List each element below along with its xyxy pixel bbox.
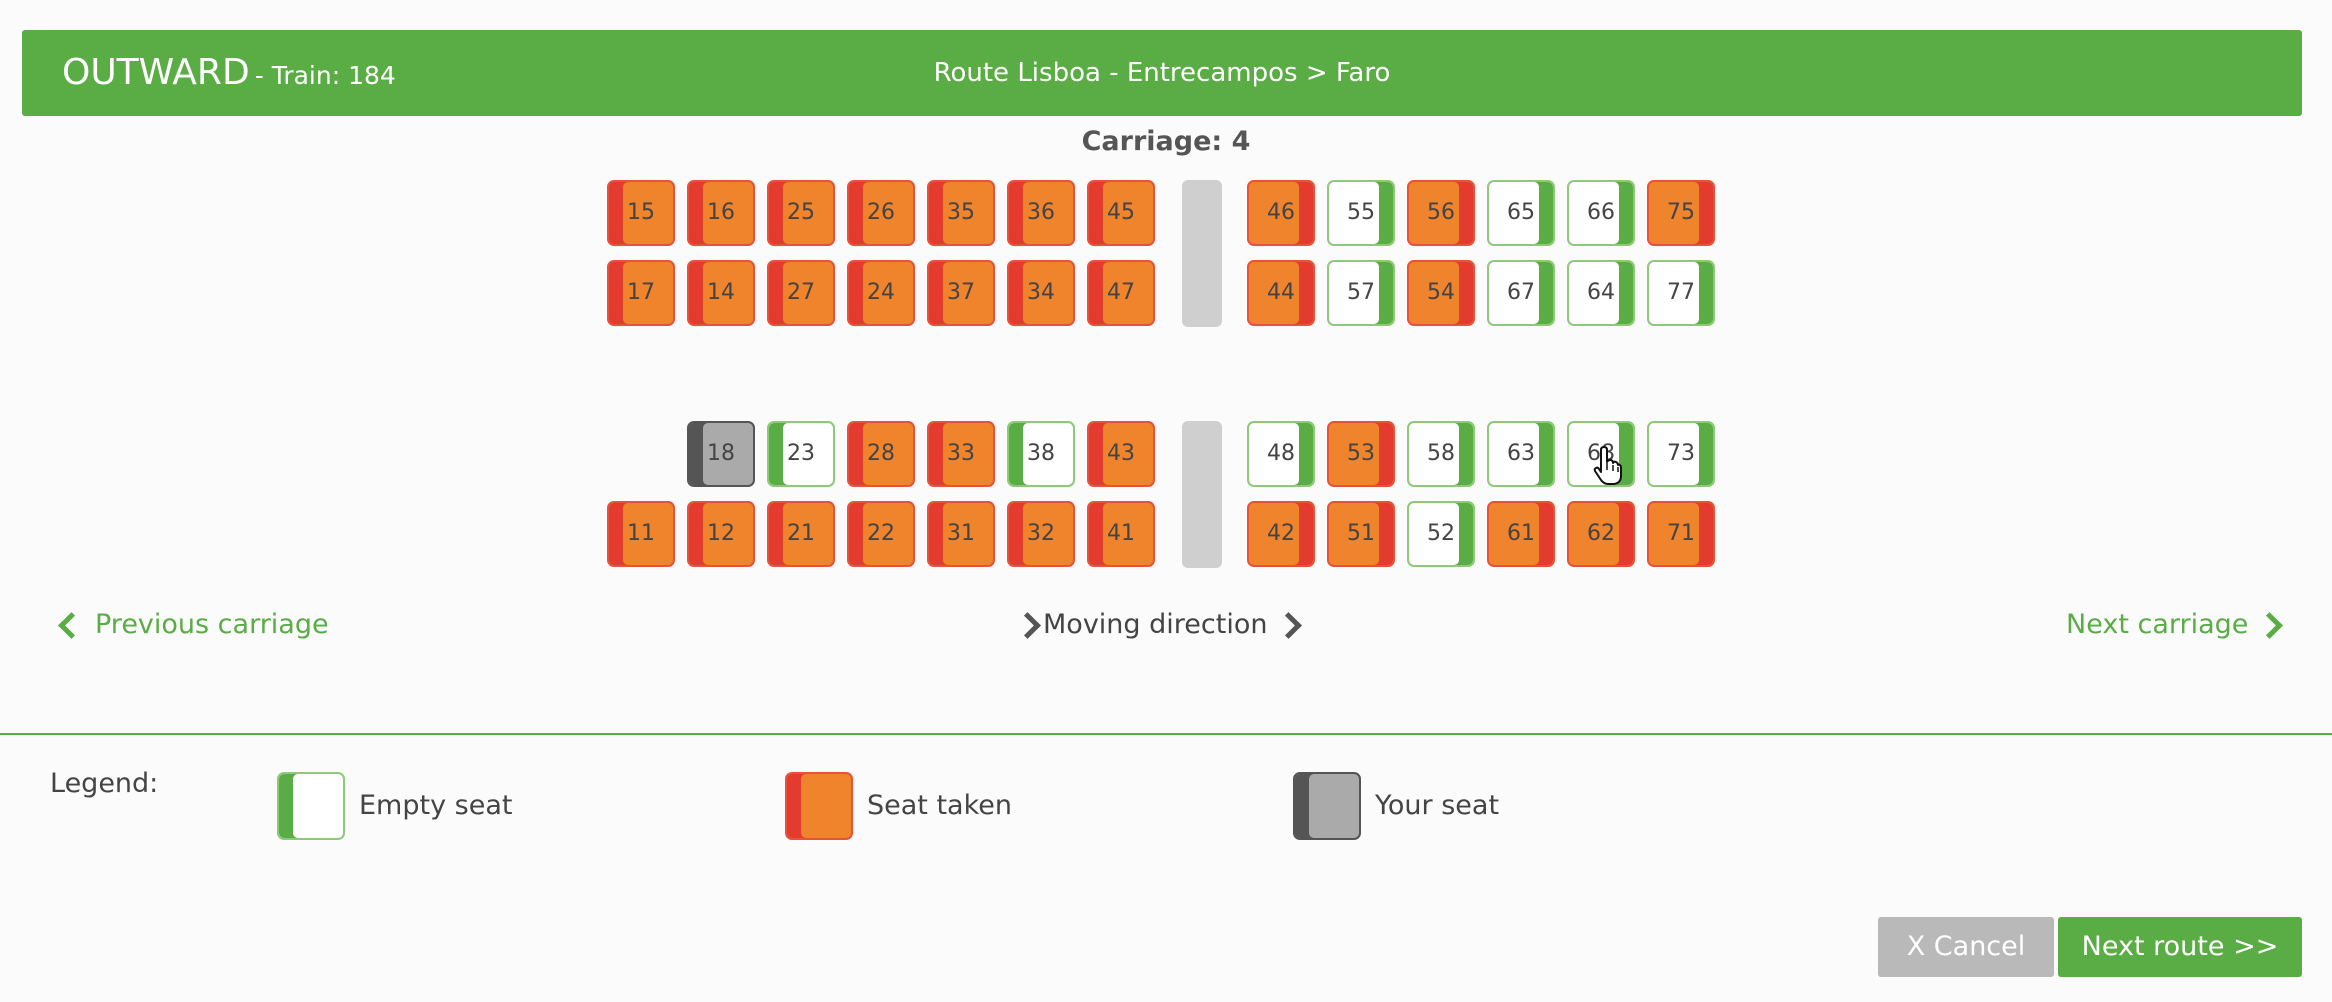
seat-42: 42: [1247, 501, 1315, 567]
seat-34: 34: [1007, 260, 1075, 326]
seat-56: 56: [1407, 180, 1475, 246]
seat-43: 43: [1087, 421, 1155, 487]
seat-45: 45: [1087, 180, 1155, 246]
seat-62: 62: [1567, 501, 1635, 567]
taken-seat-swatch: [785, 772, 853, 840]
seat-52[interactable]: 52: [1407, 501, 1475, 567]
moving-direction-indicator: Moving direction: [1006, 600, 1304, 650]
seat-63[interactable]: 63: [1487, 421, 1555, 487]
chevron-right-icon: [2256, 612, 2284, 639]
moving-direction-label: Moving direction: [1043, 609, 1268, 640]
legend-empty-label: Empty seat: [359, 790, 513, 821]
empty-seat-swatch: [277, 772, 345, 840]
seat-23[interactable]: 23: [767, 421, 835, 487]
seat-35: 35: [927, 180, 995, 246]
legend-yours-label: Your seat: [1375, 790, 1500, 821]
seat-17: 17: [607, 260, 675, 326]
legend-taken-label: Seat taken: [867, 790, 1012, 821]
seat-46: 46: [1247, 180, 1315, 246]
legend-title: Legend:: [50, 768, 159, 799]
previous-carriage-label: Previous carriage: [95, 609, 329, 640]
seat-16: 16: [687, 180, 755, 246]
seat-32: 32: [1007, 501, 1075, 567]
seat-67[interactable]: 67: [1487, 260, 1555, 326]
cancel-button[interactable]: X Cancel: [1878, 917, 2054, 977]
hand-pointer-icon: [1593, 446, 1622, 485]
seat-65[interactable]: 65: [1487, 180, 1555, 246]
seat-47: 47: [1087, 260, 1155, 326]
seat-26: 26: [847, 180, 915, 246]
seat-53: 53: [1327, 421, 1395, 487]
header-title: OUTWARD - Train: 184: [62, 30, 396, 116]
seat-22: 22: [847, 501, 915, 567]
seat-48[interactable]: 48: [1247, 421, 1315, 487]
seat-54: 54: [1407, 260, 1475, 326]
seat-11: 11: [607, 501, 675, 567]
seat-73[interactable]: 73: [1647, 421, 1715, 487]
chevron-left-icon: [58, 612, 85, 639]
seat-28: 28: [847, 421, 915, 487]
your-seat-swatch: [1293, 772, 1361, 840]
seat-75: 75: [1647, 180, 1715, 246]
next-route-button[interactable]: Next route >>: [2058, 917, 2302, 977]
seat-71: 71: [1647, 501, 1715, 567]
seat-57[interactable]: 57: [1327, 260, 1395, 326]
seat-31: 31: [927, 501, 995, 567]
seat-18[interactable]: 18: [687, 421, 755, 487]
seat-27: 27: [767, 260, 835, 326]
seat-38[interactable]: 38: [1007, 421, 1075, 487]
seat-24: 24: [847, 260, 915, 326]
seat-61: 61: [1487, 501, 1555, 567]
aisle-upper: [1182, 180, 1222, 327]
seat-15: 15: [607, 180, 675, 246]
section-divider: [0, 733, 2332, 735]
seat-66[interactable]: 66: [1567, 180, 1635, 246]
seat-21: 21: [767, 501, 835, 567]
train-label: - Train: 184: [254, 61, 396, 90]
seat-12: 12: [687, 501, 755, 567]
seat-41: 41: [1087, 501, 1155, 567]
chevron-right-icon: [1014, 612, 1041, 639]
previous-carriage-link[interactable]: Previous carriage: [56, 600, 329, 650]
seat-37: 37: [927, 260, 995, 326]
page-header: OUTWARD - Train: 184 Route Lisboa - Entr…: [22, 30, 2302, 116]
route-label: Route Lisboa - Entrecampos > Faro: [933, 58, 1391, 88]
seat-64[interactable]: 64: [1567, 260, 1635, 326]
seat-44: 44: [1247, 260, 1315, 326]
aisle-lower: [1182, 421, 1222, 568]
seat-25: 25: [767, 180, 835, 246]
seat-77[interactable]: 77: [1647, 260, 1715, 326]
chevron-right-icon: [1275, 612, 1303, 639]
seat-14: 14: [687, 260, 755, 326]
carriage-label: Carriage: 4: [1081, 126, 1251, 157]
direction-label: OUTWARD: [62, 52, 250, 93]
seat-36: 36: [1007, 180, 1075, 246]
next-carriage-link[interactable]: Next carriage: [2066, 600, 2285, 650]
next-carriage-label: Next carriage: [2066, 609, 2249, 640]
seat-55[interactable]: 55: [1327, 180, 1395, 246]
seat-58[interactable]: 58: [1407, 421, 1475, 487]
seat-51: 51: [1327, 501, 1395, 567]
seat-33: 33: [927, 421, 995, 487]
